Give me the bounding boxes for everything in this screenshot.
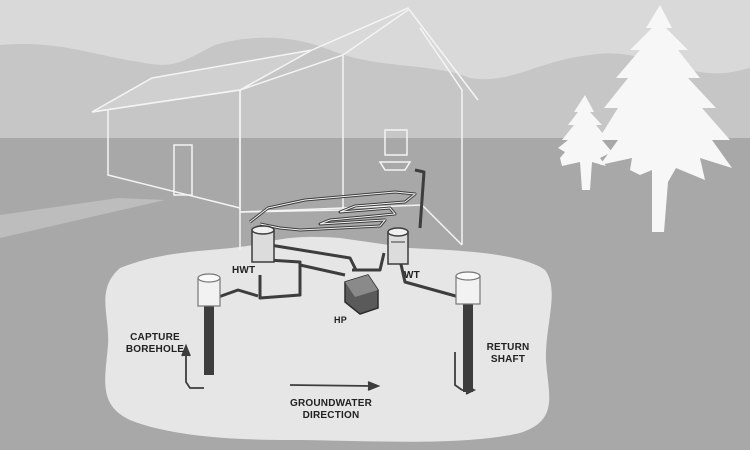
path [0, 198, 165, 238]
sink-icon [378, 129, 412, 171]
tree-icon [598, 5, 732, 232]
return-label-line1: RETURN [486, 342, 530, 353]
return-shaft-icon [455, 271, 481, 392]
wt-label: WT [404, 270, 420, 281]
capture-borehole-icon [197, 273, 221, 375]
heat-pump-icon [344, 274, 379, 315]
underfloor-heating-inner [249, 191, 417, 231]
return-label-line2: SHAFT [490, 353, 526, 365]
groundwater-label-line2: DIRECTION [302, 409, 360, 421]
house-icon [91, 7, 479, 250]
return-shaft-label: RETURN SHAFT [478, 342, 538, 365]
mountains [0, 37, 750, 150]
hp-label: HP [334, 315, 347, 325]
groundwater-label-line1: GROUNDWATER [289, 398, 372, 409]
hwt-label: HWT [232, 265, 256, 276]
arrow-icon [181, 343, 477, 395]
capture-borehole-label: CAPTURE BOREHOLE [120, 332, 190, 355]
tree-icon [558, 95, 612, 190]
groundwater-direction-label: GROUNDWATER DIRECTION [281, 398, 381, 421]
capture-label-line1: CAPTURE [130, 332, 180, 343]
capture-label-line2: BOREHOLE [125, 343, 185, 355]
pipes [209, 168, 471, 302]
hot-water-tank-icon [251, 225, 275, 263]
water-tank-icon [387, 227, 409, 265]
